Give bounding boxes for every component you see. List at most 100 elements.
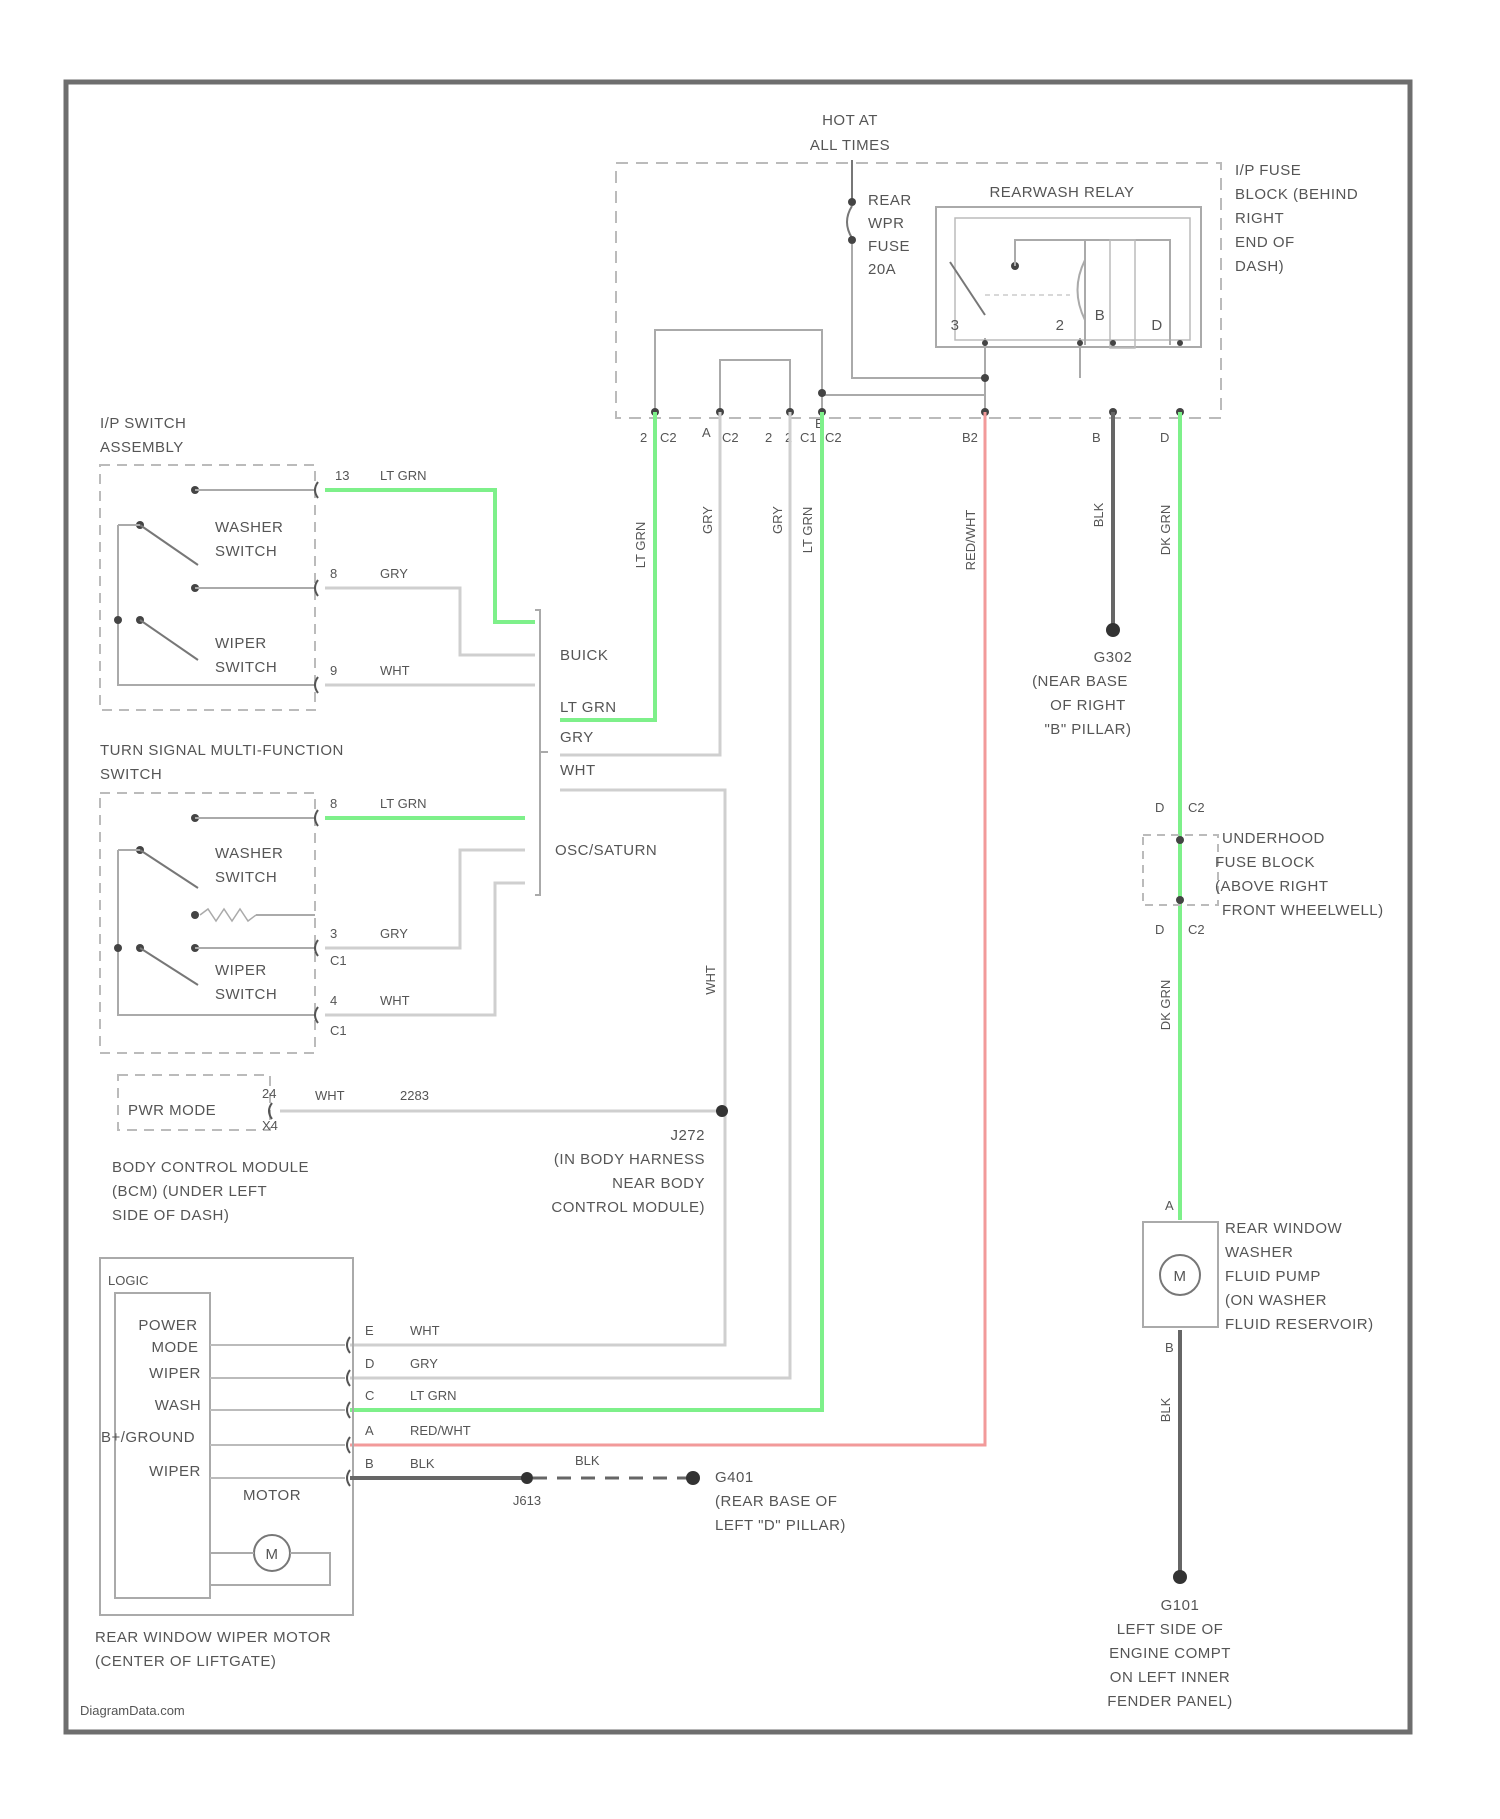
- rear-wiper-motor: LOGIC POWER MODE WIPER WASH B+/GROUND WI…: [95, 1258, 846, 1670]
- ip-switch-title-2: ASSEMBLY: [100, 439, 184, 456]
- ip-wiper-label-2: SWITCH: [215, 659, 277, 676]
- vlabel-ltgrn-1: LT GRN: [633, 522, 648, 568]
- g401-text-1: G401: [715, 1469, 754, 1486]
- ts-wiper-label-2: SWITCH: [215, 986, 277, 1003]
- g302-text-4: "B" PILLAR): [1044, 721, 1131, 738]
- g101-text-4: ON LEFT INNER: [1110, 1669, 1230, 1686]
- hot-label-2: ALL TIMES: [810, 137, 890, 154]
- g101-ground-dot: [1173, 1570, 1187, 1584]
- relay-pin-3: 3: [951, 317, 960, 334]
- g302-ground-dot: [1106, 623, 1120, 637]
- motor-wire-pin-e: E: [365, 1323, 374, 1338]
- motor-input-bground: B+/GROUND: [101, 1429, 195, 1446]
- ts-washer-label-1: WASHER: [215, 845, 283, 862]
- j613-label: J613: [513, 1493, 541, 1508]
- ip-washer-blade: [140, 525, 198, 565]
- pwr-mode-circuit: 2283: [400, 1088, 429, 1103]
- motor-wire-pin-c: C: [365, 1388, 374, 1403]
- fuse-block-label-2: BLOCK (BEHIND: [1235, 186, 1358, 203]
- j272-splice-dot: [716, 1105, 728, 1117]
- vlabel-wht: WHT: [703, 965, 718, 995]
- relay-pin-d: D: [1151, 317, 1162, 334]
- j272-label-2: (IN BODY HARNESS: [554, 1151, 705, 1168]
- trim-ltgrn: LT GRN: [560, 699, 617, 716]
- g101-label: G101 LEFT SIDE OF ENGINE COMPT ON LEFT I…: [1107, 1597, 1232, 1710]
- motor-conn-mark-3: [347, 1402, 350, 1418]
- vlabel-gry-2: GRY: [770, 506, 785, 534]
- ts-title-2: SWITCH: [100, 766, 162, 783]
- motor-wire-pin-b: B: [365, 1456, 374, 1471]
- ts-conn-mark-1: [315, 810, 318, 826]
- bcm-label-1: BODY CONTROL MODULE: [112, 1159, 309, 1176]
- underhood-label-4: FRONT WHEELWELL): [1222, 902, 1384, 919]
- underhood-dot-1: [1176, 836, 1184, 844]
- g101-text-3: ENGINE COMPT: [1109, 1645, 1231, 1662]
- ip-wire-pin-2: 8: [330, 566, 337, 581]
- fuse-internal-loop-1: [655, 330, 822, 412]
- relay-label: REARWASH RELAY: [989, 184, 1134, 201]
- relay-pind-dot: [1177, 340, 1183, 346]
- motor-wire-color-d: GRY: [410, 1356, 438, 1371]
- motor-input-wiper2: WIPER: [149, 1463, 201, 1480]
- fuse-terminal-top: [848, 198, 856, 206]
- motor-input-power: POWER: [138, 1317, 197, 1334]
- ip-wire-color-3: WHT: [380, 663, 410, 678]
- trim-wht: WHT: [560, 762, 596, 779]
- fuse-label-3: FUSE: [868, 238, 910, 255]
- ts-conn-label-2: C1: [330, 1023, 347, 1038]
- right-pin-b: B: [1092, 430, 1101, 445]
- ip-conn-mark-3: [315, 677, 318, 693]
- bcm-section: PWR MODE 24 X4 WHT 2283 BODY CONTROL MOD…: [112, 1075, 728, 1224]
- relay-internal-1: [1015, 240, 1170, 345]
- right-pin-d: D: [1160, 430, 1169, 445]
- pwr-mode-wire: WHT: [315, 1088, 345, 1103]
- relay-pin-b: B: [1095, 307, 1106, 324]
- fuse-label-2: WPR: [868, 215, 905, 232]
- g101-text-2: LEFT SIDE OF: [1117, 1621, 1224, 1638]
- pump-label-5: FLUID RESERVOIR): [1225, 1316, 1374, 1333]
- g101-text-1: G101: [1161, 1597, 1200, 1614]
- trim-selector: BUICK LT GRN GRY WHT OSC/SATURN: [535, 610, 657, 895]
- ts-wire-pin-1: 8: [330, 796, 337, 811]
- ip-out-ltgrn: [325, 490, 535, 622]
- fuse-block-label-4: END OF: [1235, 234, 1295, 251]
- ip-wiper-label-1: WIPER: [215, 635, 267, 652]
- fuse-block-outline: [616, 163, 1221, 418]
- pump-pin-a: A: [1165, 1198, 1174, 1213]
- ip-switch-title-1: I/P SWITCH: [100, 415, 186, 432]
- ts-wiper-label-1: WIPER: [215, 962, 267, 979]
- vlabel-gry-1: GRY: [700, 506, 715, 534]
- ip-pin-3: 2: [765, 430, 772, 445]
- j613-splice-dot: [521, 1472, 533, 1484]
- footer-watermark: DiagramData.com: [80, 1703, 185, 1718]
- pump-motor-m: M: [1174, 1268, 1187, 1285]
- g401-ground-dot: [686, 1471, 700, 1485]
- pwr-mode-label: PWR MODE: [128, 1102, 216, 1119]
- vlabel-redwht: RED/WHT: [963, 510, 978, 571]
- ip-wiper-blade: [140, 620, 198, 660]
- motor-conn-mark-5: [347, 1470, 350, 1486]
- motor-wire-pin-a: A: [365, 1423, 374, 1438]
- g401-text-2: (REAR BASE OF: [715, 1493, 837, 1510]
- ip-washer-label-2: SWITCH: [215, 543, 277, 560]
- vlabel-ltgrn-2: LT GRN: [800, 507, 815, 553]
- ip-pin-2: A: [702, 425, 711, 440]
- ip-pin-suffix-2: C2: [722, 430, 739, 445]
- ip-fuse-block: HOT AT ALL TIMES REAR WPR FUSE 20A REARW…: [616, 112, 1358, 445]
- ts-wire-pin-2: 3: [330, 926, 337, 941]
- ts-washer-blade: [140, 850, 198, 888]
- ts-conn-mark-2: [315, 940, 318, 956]
- relay-junction: [981, 374, 989, 382]
- g302-text-2: (NEAR BASE: [1032, 673, 1128, 690]
- underhood-label-2: FUSE BLOCK: [1215, 854, 1315, 871]
- g302-text-3: OF RIGHT: [1050, 697, 1126, 714]
- washer-pump: A B M REAR WINDOW WASHER FLUID PUMP (ON …: [1143, 1198, 1374, 1355]
- relay-coil: [1078, 260, 1086, 320]
- vlabel-dkgrn-2: DK GRN: [1158, 980, 1173, 1031]
- vlabel-blk-1: BLK: [1091, 502, 1106, 527]
- pump-label-1: REAR WINDOW: [1225, 1220, 1343, 1237]
- ip-wire-pin-1: 13: [335, 468, 349, 483]
- main-wires: [350, 412, 1187, 1584]
- trim-bracket: [535, 610, 540, 895]
- vlabel-dkgrn-1: DK GRN: [1158, 505, 1173, 556]
